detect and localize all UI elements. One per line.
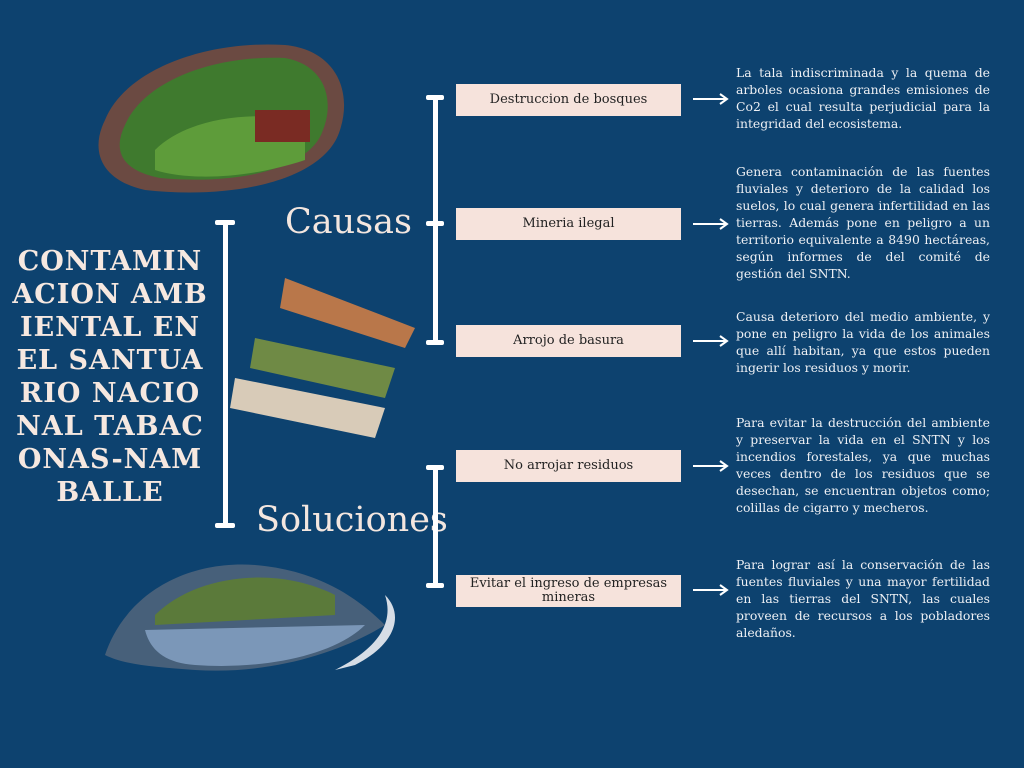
arrow-right-icon (693, 335, 729, 347)
arrow-right-icon (693, 93, 729, 105)
page-title: CONTAMINACION AMBIENTAL EN EL SANTUARIO … (12, 246, 208, 508)
solution-box-mineras: Evitar el ingreso de empresas mineras (456, 575, 681, 607)
solution-box-residuos: No arrojar residuos (456, 450, 681, 482)
mining-photo (230, 278, 415, 438)
bracket-cap (426, 583, 444, 588)
bracket-cap (426, 95, 444, 100)
bracket-cap (426, 465, 444, 470)
bracket-cap (215, 220, 235, 225)
arrow-right-icon (693, 218, 729, 230)
bracket-cap (426, 340, 444, 345)
forest-photo (98, 44, 345, 193)
arrow-right-icon (693, 584, 729, 596)
cause-box-mineria: Mineria ilegal (456, 208, 681, 240)
bracket-cap (215, 523, 235, 528)
lake-photo (105, 564, 395, 671)
main-bracket (223, 222, 228, 526)
causas-bracket (433, 96, 438, 344)
cause-desc-basura: Causa deterioro del medio ambiente, y po… (736, 309, 990, 375)
bracket-cap (426, 221, 444, 226)
soluciones-bracket (433, 466, 438, 586)
solution-desc-mineras: Para lograr así la conservación de las f… (736, 557, 990, 640)
cause-desc-mineria: Genera contaminación de las fuentes fluv… (736, 164, 990, 281)
cause-desc-destruccion: La tala indiscriminada y la quema de arb… (736, 65, 990, 131)
cause-box-basura: Arrojo de basura (456, 325, 681, 357)
cause-box-destruccion: Destruccion de bosques (456, 84, 681, 116)
soluciones-heading: Soluciones (256, 500, 448, 540)
causas-heading: Causas (285, 202, 412, 242)
solution-desc-residuos: Para evitar la destrucción del ambiente … (736, 415, 990, 515)
arrow-right-icon (693, 460, 729, 472)
